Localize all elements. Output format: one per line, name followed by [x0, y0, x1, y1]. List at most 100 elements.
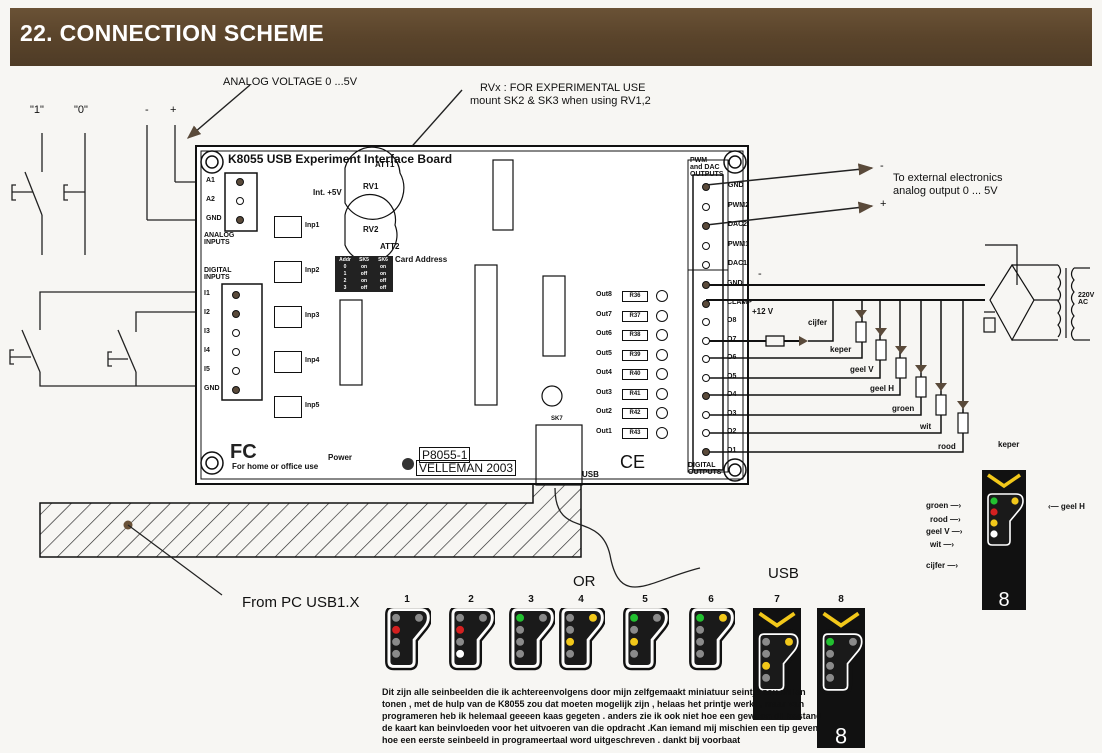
lamp-h-grey [479, 613, 487, 622]
output-led [656, 426, 668, 439]
switch-label-one: "1" [30, 104, 44, 116]
lamp-h-grey [539, 613, 547, 622]
legend-label-geel-h: ‹— geel H [1048, 502, 1085, 511]
lamp-l3-yellow [762, 661, 771, 670]
pin-label: GND [206, 215, 222, 222]
pin-terminal [232, 367, 240, 375]
pin-terminal [702, 222, 710, 230]
lamp-l4-grey [826, 673, 835, 682]
pin-label: GND [727, 280, 743, 287]
att1-label: ATT1 [375, 160, 395, 169]
legend-label-rood: rood —› [930, 515, 961, 524]
output-resistor: R37 [622, 310, 648, 322]
usb-cable-label: USB [768, 565, 799, 582]
output-resistor: R41 [622, 388, 648, 400]
output-label: Out8 [596, 291, 612, 298]
pin-terminal [702, 392, 710, 400]
lamp-l4-grey [696, 649, 705, 658]
lamp-l1-grey [456, 613, 465, 622]
pin-label: O3 [727, 409, 737, 417]
pin-label: I2 [204, 309, 210, 316]
plus-12v-label: +12 V [752, 307, 774, 316]
output-resistor: R43 [622, 427, 648, 439]
analog-plus: + [170, 104, 177, 116]
output-label: Out5 [596, 349, 612, 357]
legend-label-keper: keper [998, 440, 1020, 449]
lamp-l4-white [456, 649, 465, 658]
output-led [656, 407, 668, 419]
lamp-l3-grey [456, 637, 465, 646]
wire-label-groen: groen [892, 404, 915, 413]
wire-label-geel-v: geel V [850, 365, 874, 374]
output-led [656, 329, 668, 341]
pin-terminal [702, 299, 710, 308]
pin-terminal [232, 310, 240, 318]
lamp-l2-red [990, 508, 998, 516]
switch-label-zero: "0" [74, 104, 88, 116]
pin-label: I3 [204, 328, 210, 335]
pin-terminal [702, 261, 710, 269]
pin-terminal [702, 355, 710, 363]
signal-number: 6 [708, 594, 714, 605]
board-title: K8055 USB Experiment Interface Board [228, 152, 453, 166]
lamp-l3-grey [392, 637, 401, 646]
or-label: OR [573, 573, 596, 590]
output-resistor: R36 [622, 291, 648, 302]
lamp-l1-grey [392, 613, 401, 622]
output-resistor: R38 [622, 330, 648, 341]
legend-label-groen: groen —› [926, 501, 962, 510]
pin-terminal [702, 241, 710, 250]
lamp-l1-grey [762, 637, 771, 646]
pin-terminal [702, 202, 710, 211]
address-cell: 2 [343, 278, 347, 284]
output-resistor: R40 [622, 369, 648, 380]
lamp-h-yellow [785, 637, 793, 646]
signal-graphic [449, 605, 497, 671]
power-label: Power [328, 453, 353, 462]
lamp-l1-green [990, 497, 998, 505]
usb-port-label: USB [582, 470, 599, 479]
signal-number: 8 [838, 594, 844, 605]
pin-label: O1 [727, 446, 737, 454]
signal-number: 1 [404, 594, 410, 605]
ce-mark: CE [620, 452, 646, 472]
pin-terminal [232, 291, 240, 299]
section-title: 22. CONNECTION SCHEME [20, 20, 325, 46]
address-cell: 3 [343, 285, 347, 291]
address-cell: off [360, 285, 368, 291]
signal-aspect-3: 3 [506, 594, 557, 685]
lamp-l4-grey [566, 649, 575, 658]
lamp-l1-green [696, 613, 705, 622]
digital-outputs-label: DIGITAL OUTPUTS [688, 462, 722, 476]
analog-voltage-label: ANALOG VOLTAGE 0 ...5V [223, 76, 358, 88]
address-cell: on [360, 264, 368, 270]
part-number: P8055-1 [419, 447, 471, 463]
velleman-brand: VELLEMAN 2003 [416, 460, 517, 476]
lamp-h-yellow [589, 613, 597, 622]
wire-label-cijfer: cijfer [808, 318, 828, 327]
address-cell: off [379, 278, 387, 284]
signal-number: 3 [528, 594, 534, 605]
gnd-minus: - [758, 268, 762, 280]
pin-terminal [702, 183, 710, 191]
pin-terminal [702, 429, 710, 437]
lamp-h-grey [415, 613, 423, 622]
pin-label: O8 [727, 317, 737, 324]
pin-label: GND [728, 182, 744, 189]
pin-label: GND [204, 385, 220, 392]
pin-label: A1 [206, 177, 215, 184]
signal-aspect-1: 1 [382, 594, 433, 685]
lamp-l3-grey [826, 661, 835, 670]
switch-pad [274, 216, 302, 238]
pin-terminal [702, 410, 710, 419]
svg-text:FC: FC [230, 441, 257, 463]
pin-label: CLAMP [727, 298, 752, 306]
address-cell: on [379, 264, 387, 270]
wire-label-keper: keper [830, 345, 852, 354]
output-led [656, 290, 668, 302]
output-led [656, 368, 668, 380]
lamp-l3-grey [516, 637, 525, 646]
wire-label-geel-h: geel H [870, 384, 895, 393]
switch-pad [274, 396, 302, 418]
fcc-text: For home or office use [232, 462, 319, 471]
